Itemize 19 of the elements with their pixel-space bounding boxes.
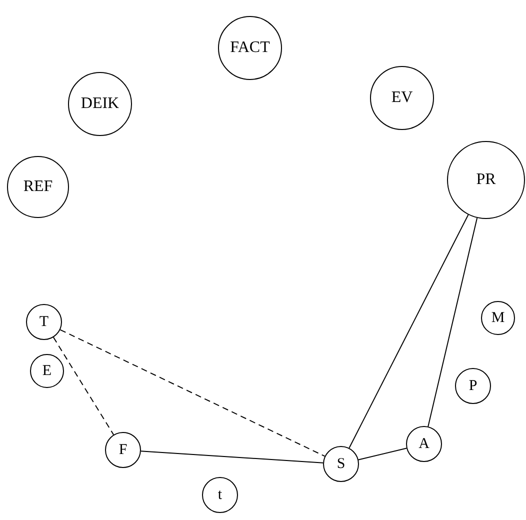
node-label: S [336,454,346,474]
node-label: EV [391,88,413,108]
line [358,448,407,460]
node-label: t [218,486,222,505]
node-label: M [491,308,505,328]
node-label: REF [23,177,53,197]
dashed-line [52,336,114,436]
node-label: F [118,440,128,460]
line [140,450,324,464]
node-label: E [42,362,52,381]
node-label: PR [476,170,496,190]
node-label: T [39,312,49,332]
node-label: FACT [230,38,270,58]
line [428,217,478,427]
node-label: A [418,434,430,454]
dashed-line [60,329,326,457]
node-label: P [468,376,478,396]
line [348,214,469,448]
node-label: DEIK [80,94,120,114]
